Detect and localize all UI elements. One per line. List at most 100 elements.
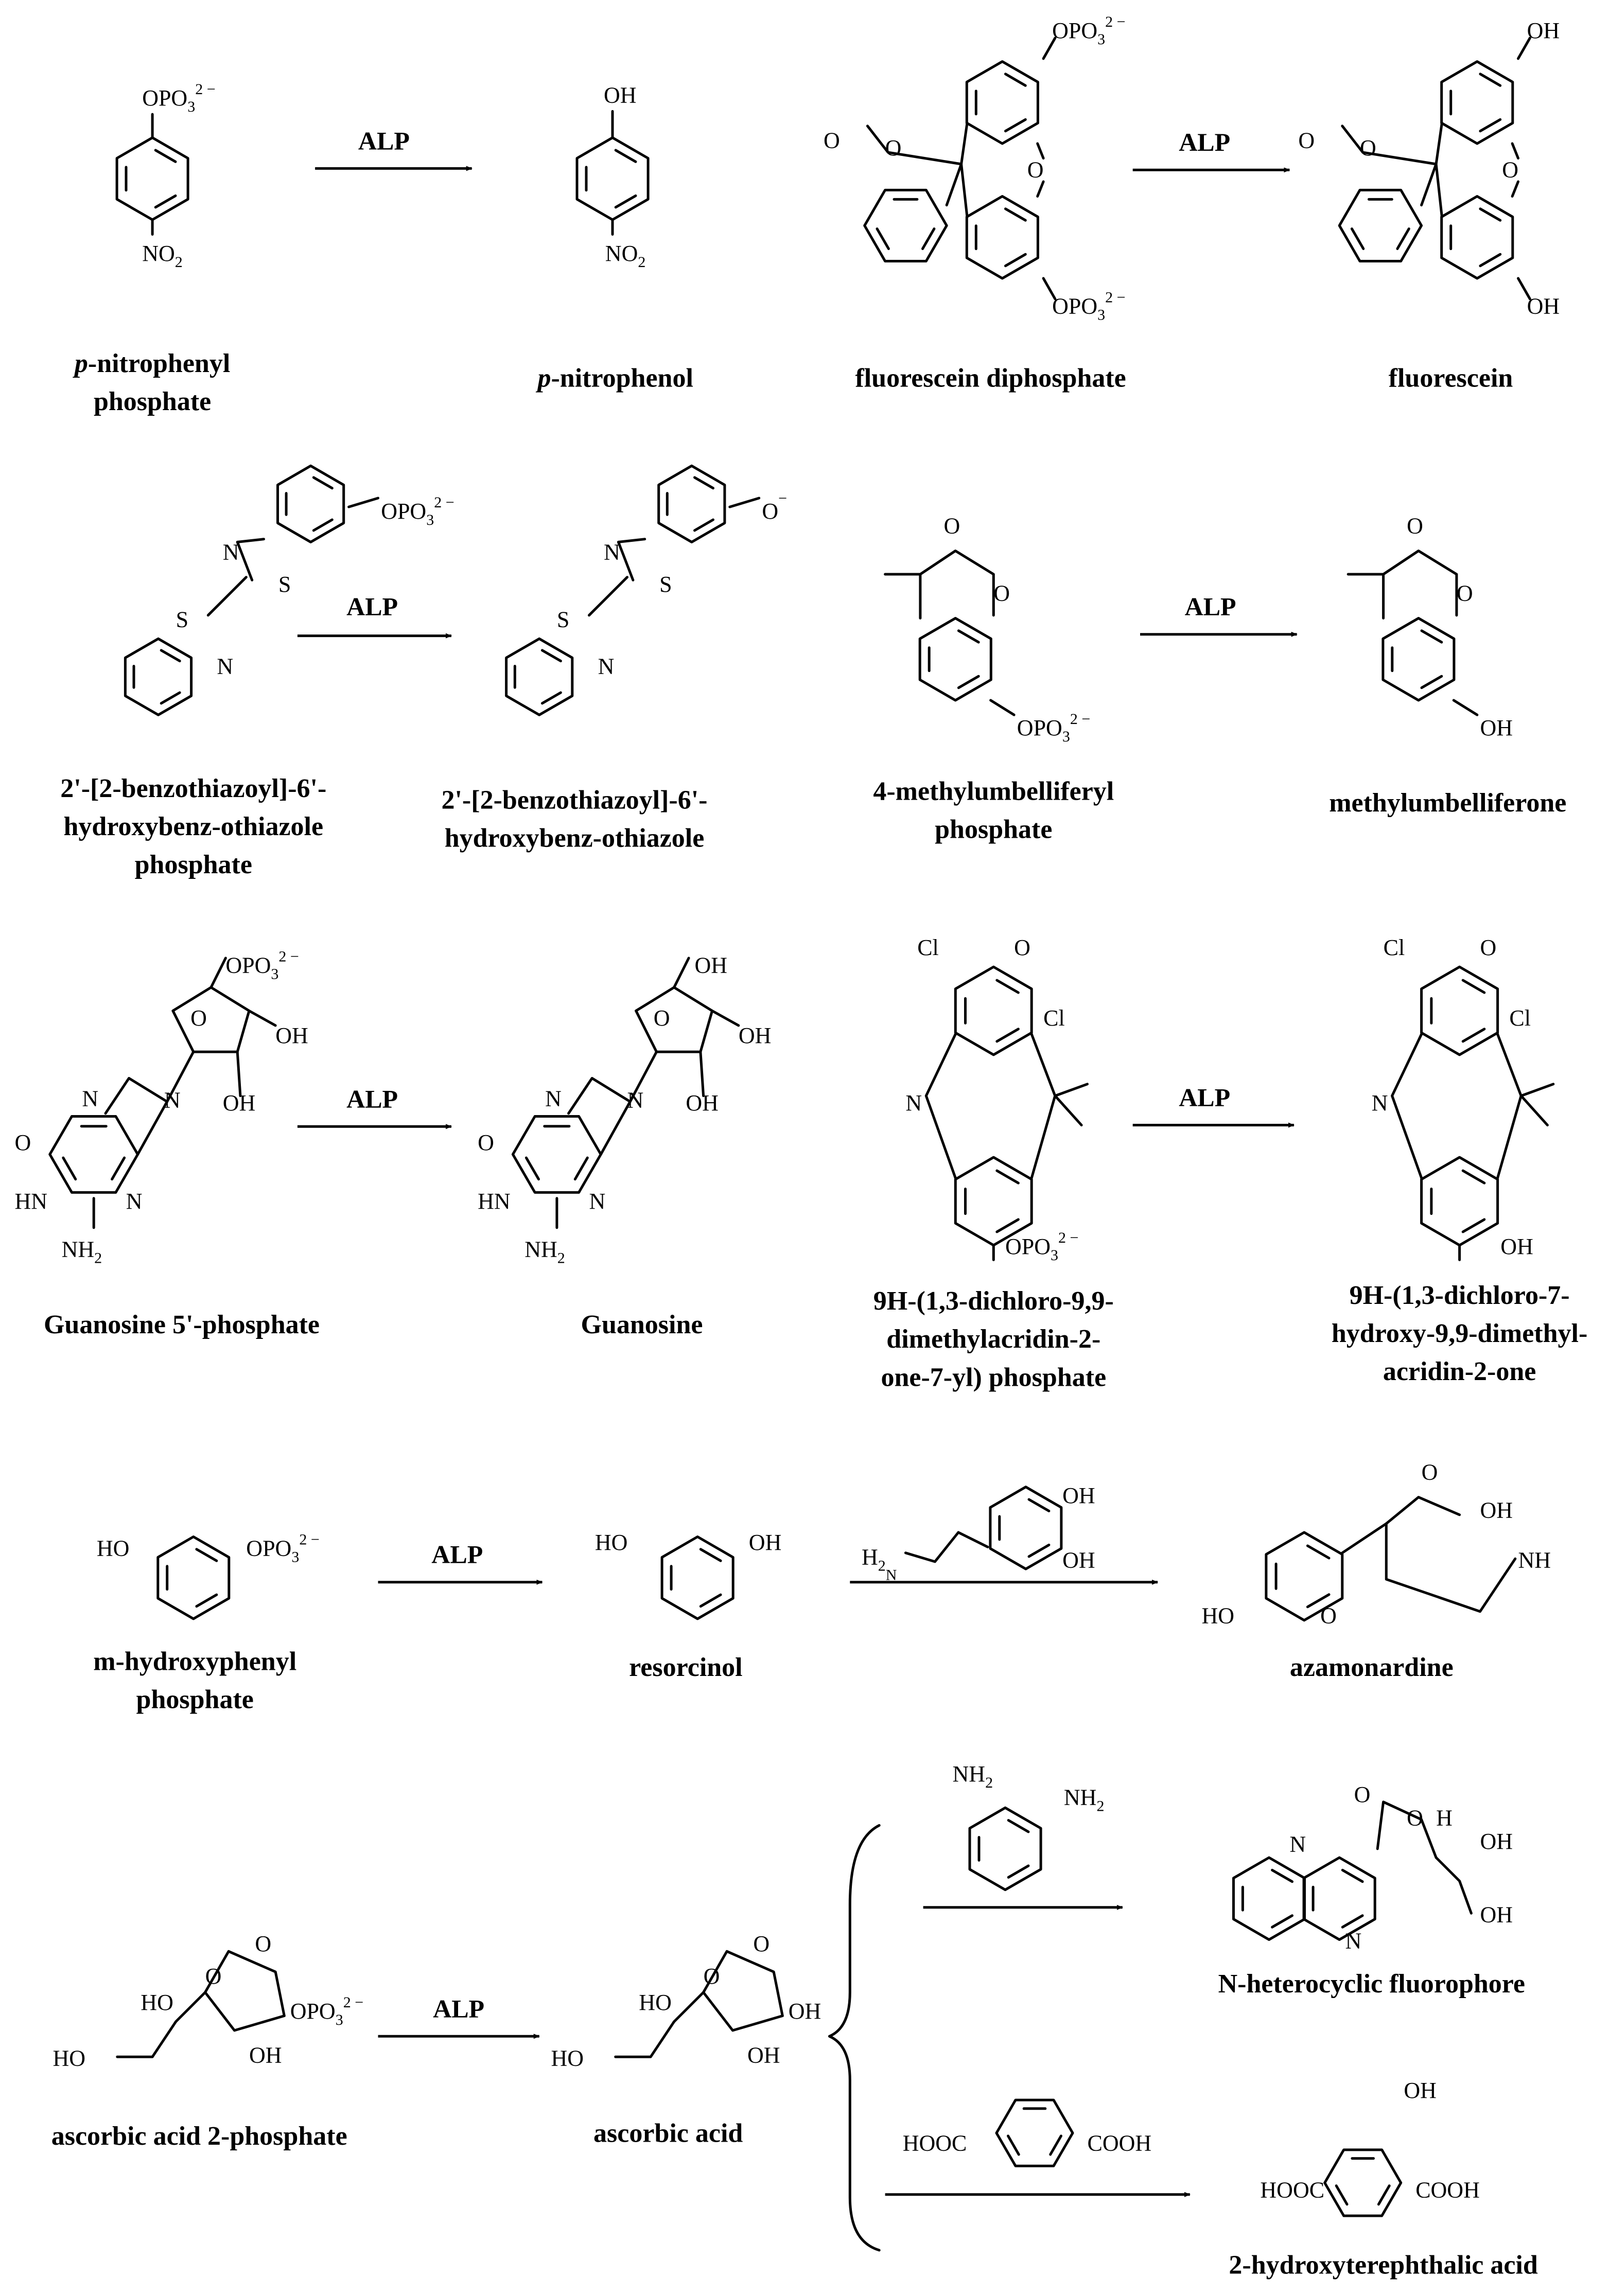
ring-bond [614, 2020, 676, 2058]
xanthene-ring [1440, 195, 1514, 280]
ring-oxygen-label: O [1502, 157, 1518, 183]
enzyme-alp-label: ALP [358, 126, 410, 155]
hydroxyl-label: OH [1404, 2078, 1437, 2103]
bond-line [347, 497, 379, 508]
bond-line [1519, 1083, 1555, 1098]
compound-label-nhf: N-heterocyclic fluorophore [1218, 1969, 1525, 1999]
amine-label: NH2 [953, 1761, 993, 1791]
compound-label-btz-phosphate: phosphate [135, 850, 252, 879]
ring-bond [1376, 1800, 1438, 1859]
benzene-ring [660, 1535, 734, 1620]
sulfur-label: S [659, 572, 672, 597]
benzo-ring [863, 188, 948, 262]
compound-label-guanosine: Guanosine [581, 1310, 703, 1339]
double-bond-line [195, 1548, 218, 1562]
ring-oxygen-label: O [704, 1964, 720, 1989]
double-bond-line [876, 227, 890, 250]
carbonyl-oxygen-label: O [944, 513, 960, 538]
purine-ring [48, 1115, 139, 1194]
double-bond-line [1027, 1498, 1051, 1512]
hydroxyl-label: OH [249, 2043, 282, 2068]
double-bond-line [312, 476, 334, 490]
nitrogen-label: N [598, 654, 615, 679]
ring-bond [567, 1076, 632, 1156]
ring-oxygen-label: O [654, 1005, 670, 1031]
compound-label-ddao: hydroxy-9,9-dimethyl- [1332, 1319, 1587, 1348]
bond-line [166, 1050, 195, 1103]
carbonyl-oxygen-label: O [1407, 513, 1423, 538]
double-bond-line [1461, 1028, 1486, 1043]
amine-label: HN [478, 1189, 511, 1214]
nitro-group-label: NO2 [142, 241, 183, 271]
branch-brace [828, 1824, 881, 2252]
bond-line [174, 1991, 207, 2023]
bond-line [945, 163, 963, 207]
hydroxyl-label: OH [1480, 1829, 1513, 1854]
double-bond-line [160, 649, 181, 663]
compound-label-btz-phosphate: 2'-[2-benzothiazoyl]-6'- [60, 774, 326, 803]
double-bond-line [1306, 1593, 1331, 1609]
hydroxyl-label: OH [1527, 293, 1560, 319]
amine-label: NH2 [62, 1237, 102, 1267]
bond-line [1054, 1094, 1083, 1126]
bond-line [628, 1050, 658, 1103]
ring-bond [116, 2020, 178, 2058]
double-bond-line [1479, 118, 1502, 133]
chlorine-label: Cl [1384, 935, 1405, 960]
hydroxyl-label: OH [1062, 1547, 1095, 1573]
double-bond-line [1350, 227, 1365, 250]
enzyme-alp-label: ALP [433, 1994, 484, 2023]
double-bond-line [160, 691, 181, 705]
carbonyl-oxygen-label: O [1480, 935, 1497, 960]
nitrogen-label: N [164, 1087, 181, 1112]
compound-label-mup: 4-methylumbelliferyl [873, 777, 1114, 806]
hydroxyl-label: OH [1062, 1483, 1095, 1508]
double-bond-line [957, 629, 980, 644]
compound-label-fluorescein: fluorescein [1389, 364, 1513, 393]
lactone-oxygen-label: O [885, 135, 902, 161]
benzene-ring [1232, 1856, 1306, 1941]
compound-label-mhpp: phosphate [136, 1685, 254, 1715]
amine-label: H2N [862, 1545, 897, 1584]
double-bond-line [524, 1156, 540, 1181]
ring-bond [1030, 1033, 1057, 1179]
compound-label-btz-phosphate: hydroxybenz-othiazole [64, 812, 324, 841]
carboxyl-label: COOH [1088, 2130, 1152, 2156]
ring-bond [924, 1033, 957, 1179]
double-bond-line [1396, 227, 1410, 250]
phosphate-group-label: OPO32 − [142, 81, 215, 115]
hydroxyl-label: OH [223, 1090, 256, 1116]
ring-oxygen-label: O [1407, 1805, 1423, 1830]
compound-label-mu: methylumbelliferone [1329, 788, 1566, 818]
compound-label-btz: 2'-[2-benzothiazoyl]-6'- [441, 786, 707, 815]
nitrogen-label: N [223, 540, 239, 565]
double-bond-line [614, 194, 637, 209]
xanthene-ring [965, 195, 1039, 280]
coumarin-ring [1381, 616, 1456, 702]
acridine-ring [954, 965, 1033, 1056]
double-bond-line [1341, 1868, 1364, 1883]
ring-oxygen-label: O [1027, 157, 1044, 183]
sulfur-label: S [278, 572, 291, 597]
bond-line [1435, 163, 1443, 218]
double-bond-line [1420, 675, 1443, 690]
compound-label-pnp: p-nitrophenol [535, 364, 693, 393]
double-bond-line [312, 518, 334, 532]
benzothiazole-ring [276, 464, 345, 543]
hydroxyl-label: HO [141, 1990, 173, 2015]
ring-bond [1435, 1856, 1473, 1915]
enzyme-alp-label: ALP [1179, 1083, 1230, 1112]
ring-oxygen-label: O [190, 1005, 207, 1031]
double-bond-line [154, 149, 177, 163]
compound-label-ddao-phosphate: 9H-(1,3-dichloro-9,9- [873, 1286, 1114, 1316]
bond-line [1435, 121, 1443, 166]
carbonyl-oxygen-label: O [255, 1931, 271, 1956]
bond-line [236, 540, 254, 581]
hydroxyl-label: OH [275, 1023, 308, 1048]
ring-bond [866, 125, 963, 166]
hydroxyl-label: HO [53, 2045, 86, 2071]
ring-bond [1341, 125, 1438, 166]
hydroxyl-label: OH [747, 2043, 780, 2068]
nitrogen-label: N [82, 1086, 98, 1111]
double-bond-line [1479, 207, 1502, 222]
